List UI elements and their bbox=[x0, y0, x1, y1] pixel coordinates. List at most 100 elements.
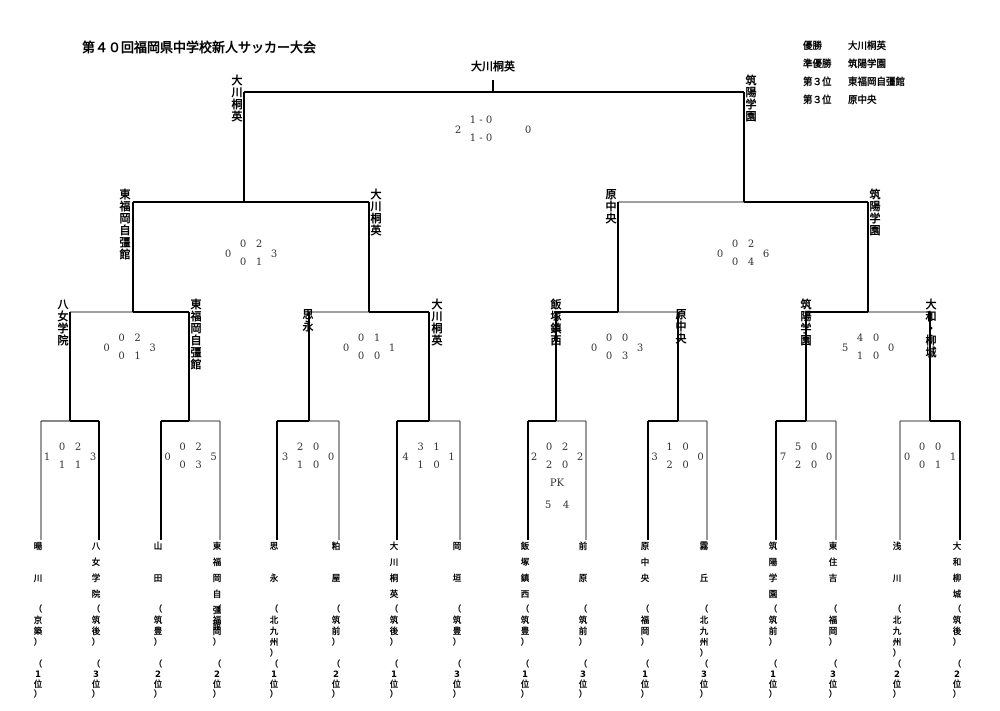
score-right-total: 3 bbox=[637, 343, 643, 354]
entrant-name: 暘 川 bbox=[33, 541, 43, 584]
score-second-half-right: 0 bbox=[682, 460, 688, 471]
entrant-name: 山 田 bbox=[154, 541, 163, 584]
entrant-region: （筑前） bbox=[579, 604, 588, 648]
pk-right: 4 bbox=[563, 500, 569, 511]
score-right-total: 0 bbox=[525, 125, 531, 136]
entrant-name: 東福岡自彊館 bbox=[212, 541, 222, 632]
score-first-half-left: 0 bbox=[546, 442, 552, 453]
entrant-name: 八女学院 bbox=[91, 542, 101, 600]
score-left-total: 3 bbox=[651, 452, 657, 463]
result-rank: 準優勝 bbox=[803, 58, 832, 70]
score-first-half-right: 2 bbox=[748, 239, 754, 250]
qf-winner-label: 大川桐英 bbox=[431, 297, 444, 347]
score-second-half-right: 1 bbox=[75, 460, 81, 471]
score-right-total: 0 bbox=[328, 452, 334, 463]
score-second-half-right: 0 bbox=[811, 460, 817, 471]
result-team: 筑陽学園 bbox=[848, 58, 886, 70]
score-first-half-left: 3 bbox=[417, 442, 423, 453]
score-left-total: 7 bbox=[780, 452, 786, 463]
score-right-total: 1 bbox=[448, 452, 454, 463]
score-first-half-left: 1 bbox=[666, 442, 672, 453]
result-team: 東福岡自彊館 bbox=[847, 76, 906, 88]
score-left-total: 5 bbox=[842, 343, 848, 354]
score-second-half-right: 1 bbox=[935, 460, 941, 471]
score-first-half-right: 0 bbox=[935, 442, 941, 453]
score-right-total: 0 bbox=[826, 452, 832, 463]
entrant-region: （北九州） bbox=[892, 604, 902, 659]
entrant-region: （北九州） bbox=[269, 604, 279, 659]
entrant-name: 筑陽学園 bbox=[769, 541, 778, 600]
score-first-half-left: 0 bbox=[118, 333, 124, 344]
score-second-half-right: 0 bbox=[374, 351, 380, 362]
score-first-half-right: 0 bbox=[682, 442, 688, 453]
score-right-total: 0 bbox=[697, 452, 703, 463]
entrant-region: （福岡） bbox=[212, 604, 222, 648]
score-second-half-left: 2 bbox=[666, 460, 672, 471]
sf-winner-label: 筑陽学園 bbox=[870, 187, 881, 237]
score-first-half-right: 0 bbox=[873, 333, 879, 344]
score-left-total: 0 bbox=[904, 452, 910, 463]
qf-winner-label: 原中央 bbox=[676, 308, 688, 345]
score-left-total: 2 bbox=[455, 125, 461, 136]
entrant-region: （福岡） bbox=[828, 604, 838, 648]
sf-winner-label: 大川桐英 bbox=[370, 187, 383, 237]
score-right-total: 1 bbox=[950, 452, 956, 463]
results-summary: 優勝大川桐英準優勝筑陽学園第３位東福岡自彊館第３位原中央 bbox=[802, 40, 906, 106]
score-first-half-left: 2 bbox=[297, 442, 303, 453]
score-left-total: 2 bbox=[531, 452, 537, 463]
score-second-half-left: 0 bbox=[240, 257, 246, 268]
score-first-half-right: 0 bbox=[811, 442, 817, 453]
entrant-name: 飯塚鎮西 bbox=[520, 541, 530, 600]
score-block: 21 - 01 - 00 bbox=[455, 115, 531, 144]
score-right-total: 5 bbox=[210, 452, 216, 463]
score-right-total: 0 bbox=[888, 343, 894, 354]
score-first-half-right: 0 bbox=[313, 442, 319, 453]
entrant-region: （筑豊） bbox=[453, 604, 462, 648]
score-first-half-left: 0 bbox=[919, 442, 925, 453]
score-first-half-right: 0 bbox=[622, 333, 628, 344]
score-left-total: 0 bbox=[591, 343, 597, 354]
score-left-total: 3 bbox=[282, 452, 288, 463]
entrant-name: 前 原 bbox=[579, 541, 588, 584]
result-rank: 第３位 bbox=[803, 76, 832, 88]
score-first-half-right: 2 bbox=[256, 239, 262, 250]
result-team: 原中央 bbox=[848, 94, 877, 106]
score-first-half-left: 5 bbox=[795, 442, 801, 453]
score-second-half-left: 1 bbox=[59, 460, 65, 471]
score-second-half-right: 3 bbox=[622, 351, 628, 362]
bracket-labels: 大川桐英筑陽学園東福岡自彊館大川桐英原中央筑陽学園八女学院東福岡自彊館思永大川桐… bbox=[57, 73, 937, 371]
score-second-half-left: 2 bbox=[795, 460, 801, 471]
entrant-region: （北九州） bbox=[699, 604, 709, 659]
